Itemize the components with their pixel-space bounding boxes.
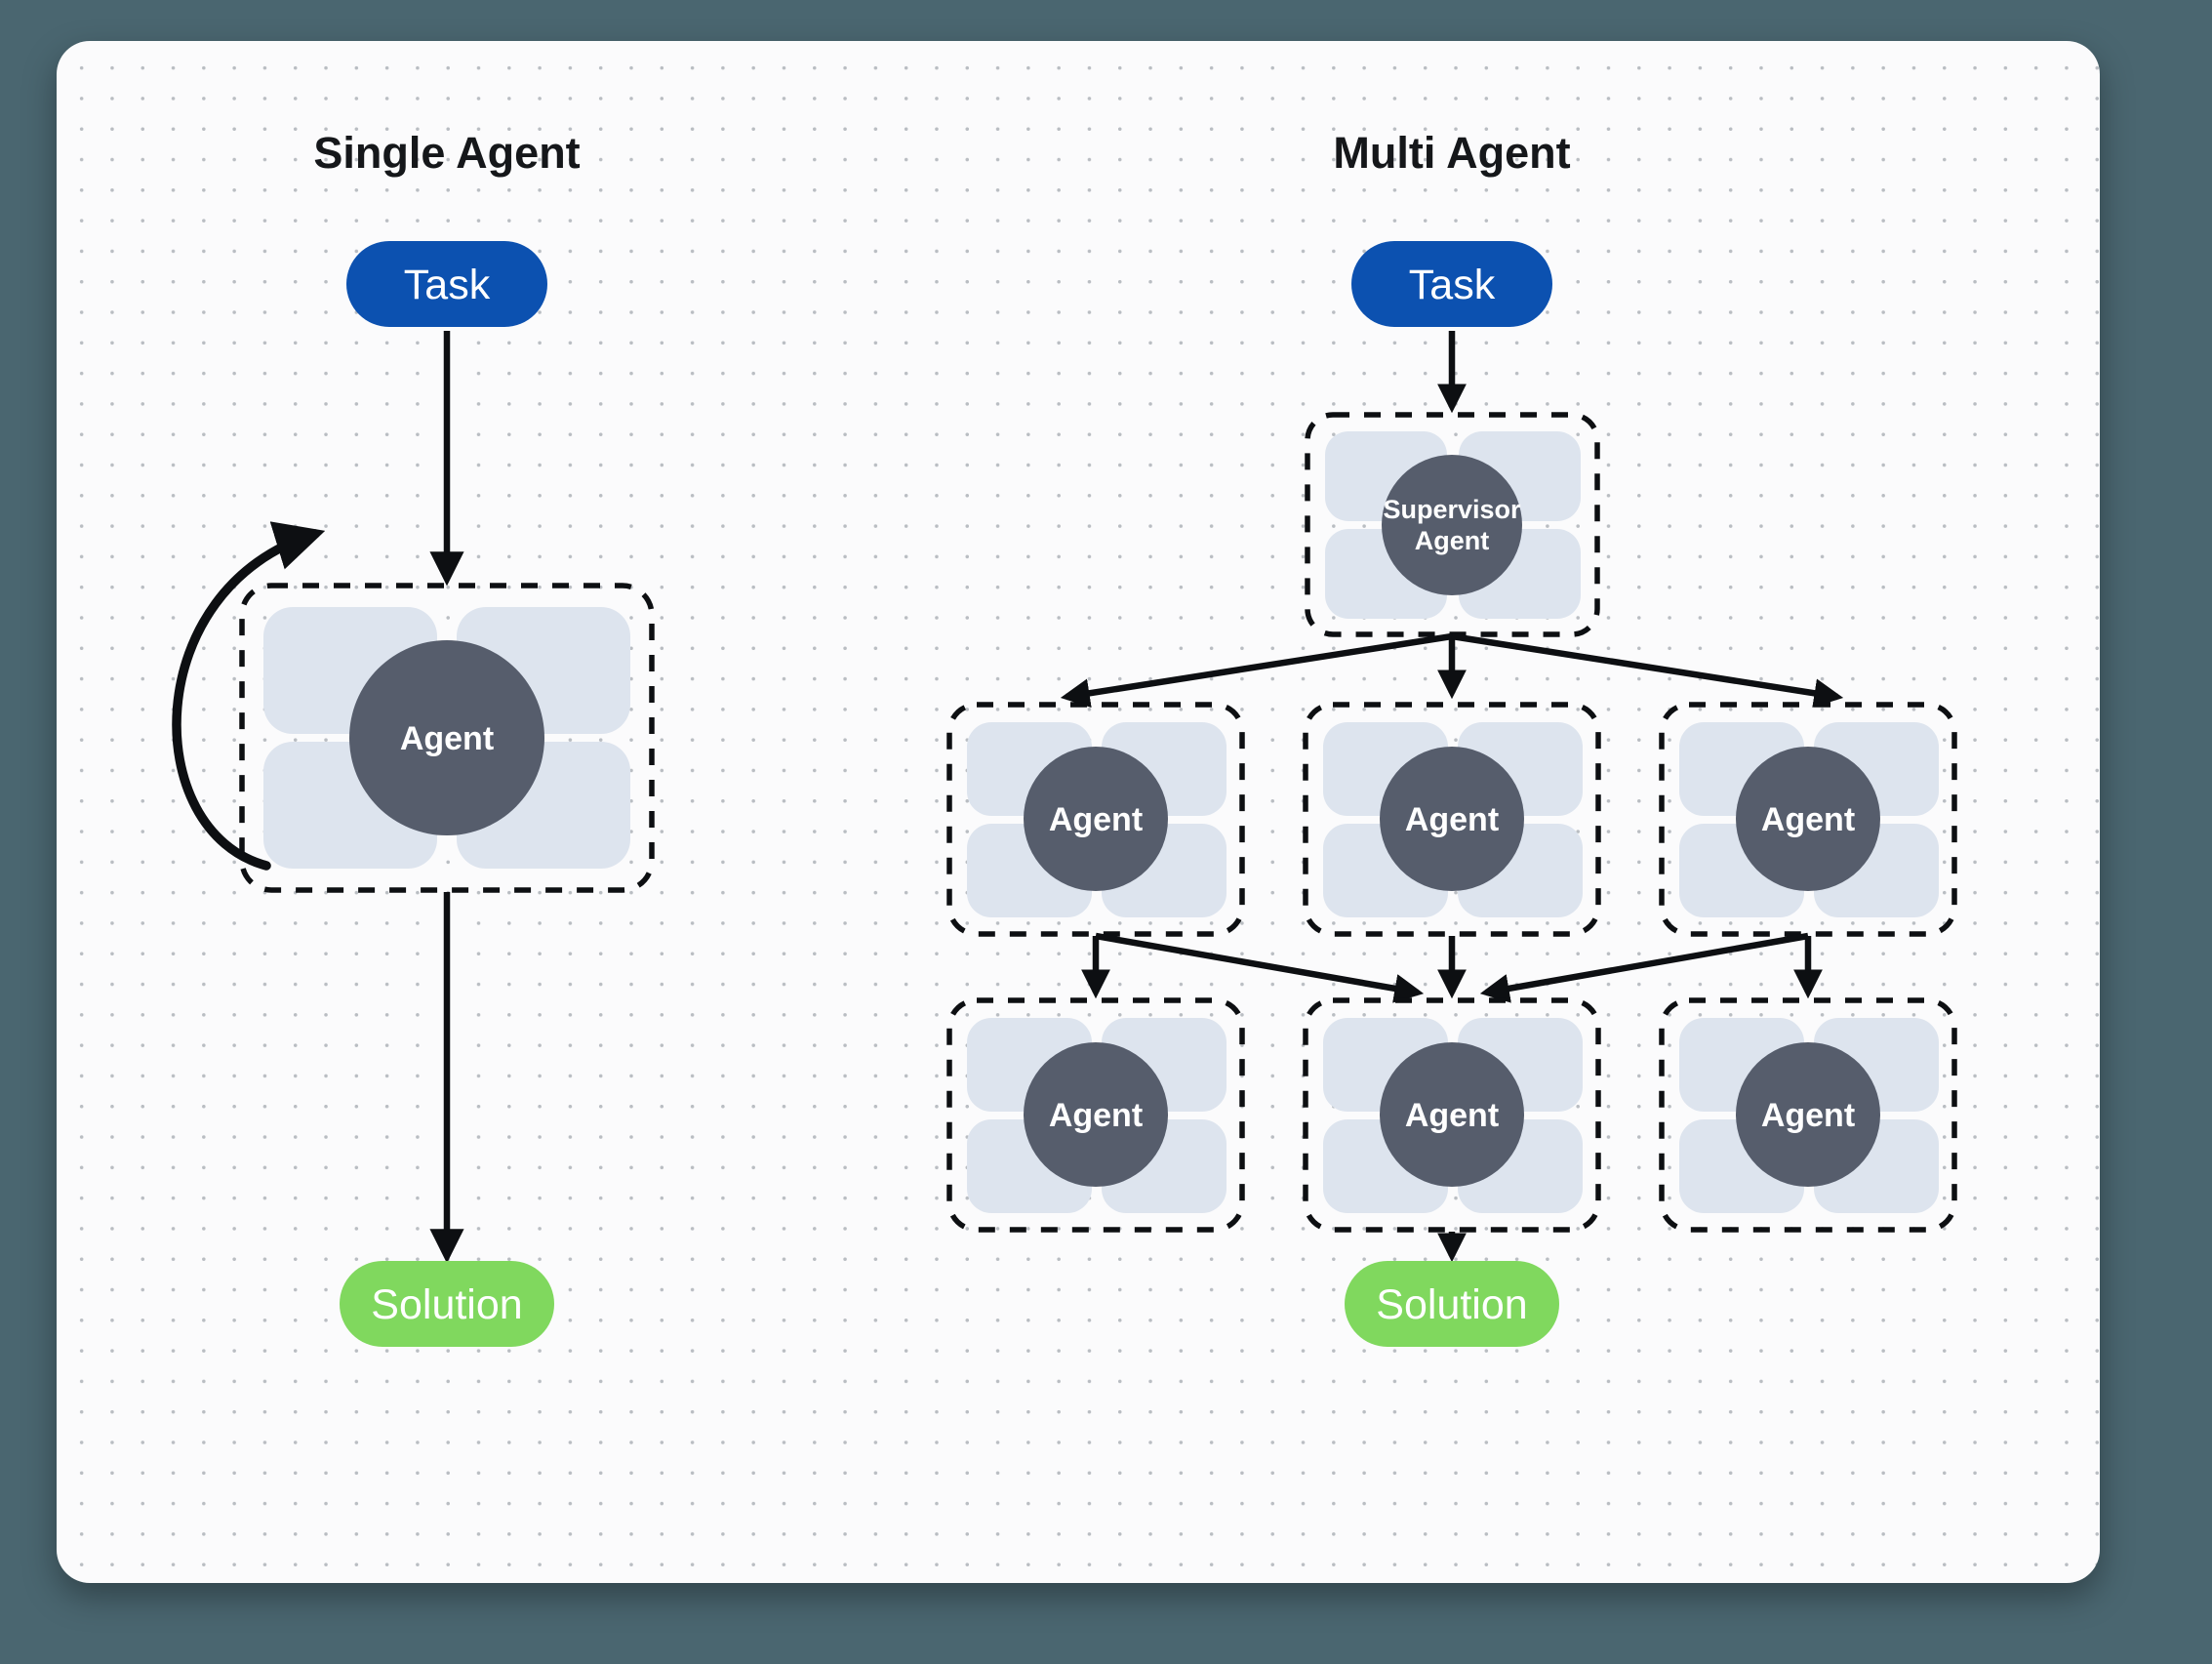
supervisor-hub-circle: [1382, 455, 1522, 595]
task-label: Task: [404, 262, 491, 308]
agent-label: Agent: [1761, 801, 1855, 838]
multi-agent-row1-agent-3[interactable]: Agent: [1659, 702, 1957, 937]
edge-agent-self-loop: [172, 521, 326, 871]
task-pill-shape: [346, 241, 547, 327]
multi-agent-row1-agent-2[interactable]: Agent: [1303, 702, 1601, 937]
solution-pill-shape: [340, 1261, 554, 1347]
agent-label: Agent: [400, 720, 494, 757]
supervisor-label-line2: Agent: [1415, 526, 1490, 555]
multi-agent-row2-agent-2[interactable]: Agent: [1303, 997, 1601, 1233]
edge-supervisor-to-agent-3: [1451, 632, 1844, 709]
single-agent-solution-node[interactable]: Solution: [340, 1261, 554, 1347]
single-agent-node[interactable]: Agent: [239, 583, 655, 893]
agent-hub-circle: [349, 640, 544, 835]
solution-label: Solution: [1376, 1281, 1527, 1328]
edge-supervisor-to-agent-1: [1060, 632, 1453, 709]
multi-agent-task-node[interactable]: Task: [1351, 241, 1552, 327]
multi-agent-row2-agent-3[interactable]: Agent: [1659, 997, 1957, 1233]
edge-agent3-to-agent-b2: [1479, 932, 1809, 1003]
edge-agent1-to-agent-b2: [1095, 932, 1425, 1003]
multi-agent-column: Task Supervisor Agent: [946, 241, 1957, 1347]
agent-label: Agent: [1405, 801, 1499, 838]
agent-label: Agent: [1049, 1097, 1143, 1134]
agent-hub-circle: [1736, 747, 1880, 891]
agent-hub-circle: [1024, 1042, 1168, 1187]
multi-agent-row2-agent-1[interactable]: Agent: [946, 997, 1245, 1233]
task-pill-shape: [1351, 241, 1552, 327]
page-title-single-agent: Single Agent: [313, 128, 580, 178]
agent-label: Agent: [1761, 1097, 1855, 1134]
single-agent-column: Task Agent Solution: [172, 241, 655, 1347]
agent-hub-circle: [1380, 747, 1524, 891]
multi-agent-row1-agent-1[interactable]: Agent: [946, 702, 1245, 937]
task-label: Task: [1409, 262, 1496, 308]
agent-hub-circle: [1380, 1042, 1524, 1187]
solution-label: Solution: [371, 1281, 522, 1328]
multi-agent-solution-node[interactable]: Solution: [1345, 1261, 1559, 1347]
agent-label: Agent: [1049, 801, 1143, 838]
agent-hub-circle: [1024, 747, 1168, 891]
architecture-diagram: Single Agent Multi Agent Task Agent: [172, 128, 1957, 1347]
supervisor-agent-node[interactable]: Supervisor Agent: [1305, 412, 1600, 637]
page-title-multi-agent: Multi Agent: [1333, 128, 1570, 178]
supervisor-label-line1: Supervisor: [1383, 495, 1521, 524]
agent-label: Agent: [1405, 1097, 1499, 1134]
single-agent-task-node[interactable]: Task: [346, 241, 547, 327]
agent-hub-circle: [1736, 1042, 1880, 1187]
solution-pill-shape: [1345, 1261, 1559, 1347]
